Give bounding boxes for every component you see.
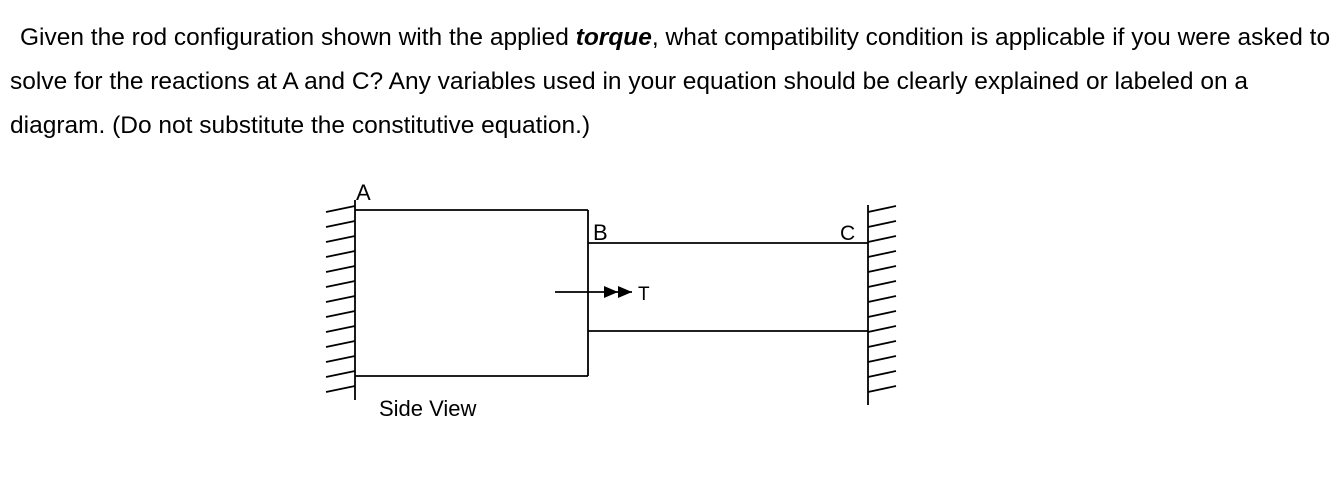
question-part1: Given the rod configuration shown with t… [20,24,576,51]
label-a: A [356,180,371,205]
question-part2: , what compatibility condition is applic… [10,24,1331,139]
wall-a [325,200,356,400]
label-torque: T [638,284,650,305]
wall-c [867,205,897,405]
label-c: C [840,222,855,245]
rod-segment-ab [355,209,589,377]
rod-segment-bc [588,242,868,332]
question-text: Given the rod configuration shown with t… [10,16,1332,148]
label-b: B [593,220,608,245]
figure-caption: Side View [379,396,477,421]
question-emphasis: torque [575,24,652,51]
torque-arrow-icon [555,286,632,298]
